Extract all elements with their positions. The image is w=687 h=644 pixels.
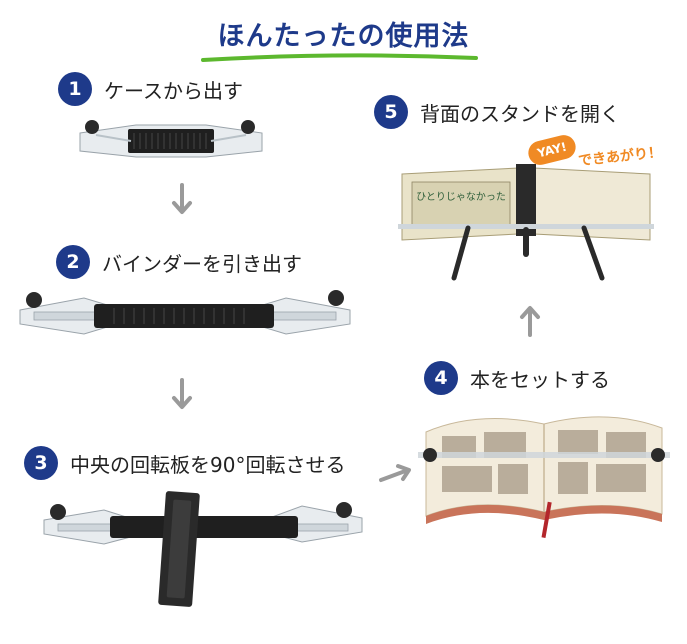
page-title: ほんたったの使用法 (217, 21, 470, 52)
book-cover-title: ひとりじゃなかった (416, 191, 506, 203)
arrow-right-icon (379, 464, 411, 482)
step-3-badge: 3 (24, 446, 58, 480)
stand-photo: ひとりじゃなかった (398, 164, 654, 281)
arrow-up-icon (520, 306, 540, 337)
arrow-down-icon (172, 378, 192, 409)
step-4: 4 本をセットする (424, 361, 610, 395)
device-binder-extended (19, 290, 351, 335)
device-closed-case (79, 120, 263, 158)
step-1: 1 ケースから出す (58, 72, 243, 106)
book-set-photo (418, 416, 670, 538)
step-2-label: バインダーを引き出す (102, 251, 302, 276)
step-2-badge: 2 (56, 245, 90, 279)
step-2: 2 バインダーを引き出す (56, 245, 302, 279)
step-4-badge: 4 (424, 361, 458, 395)
step-5: 5 背面のスタンドを開く (374, 95, 620, 129)
arrow-down-icon (172, 183, 192, 214)
step-3-label: 中央の回転板を90°回転させる (70, 452, 346, 477)
step-5-badge: 5 (374, 95, 408, 129)
step-3: 3 中央の回転板を90°回転させる (24, 446, 345, 480)
device-rotated-plate (43, 491, 363, 607)
step-5-label: 背面のスタンドを開く (420, 101, 620, 126)
title-underline (201, 53, 478, 62)
step-1-badge: 1 (58, 72, 92, 106)
step-1-label: ケースから出す (104, 78, 243, 103)
step-4-label: 本をセットする (470, 367, 610, 392)
